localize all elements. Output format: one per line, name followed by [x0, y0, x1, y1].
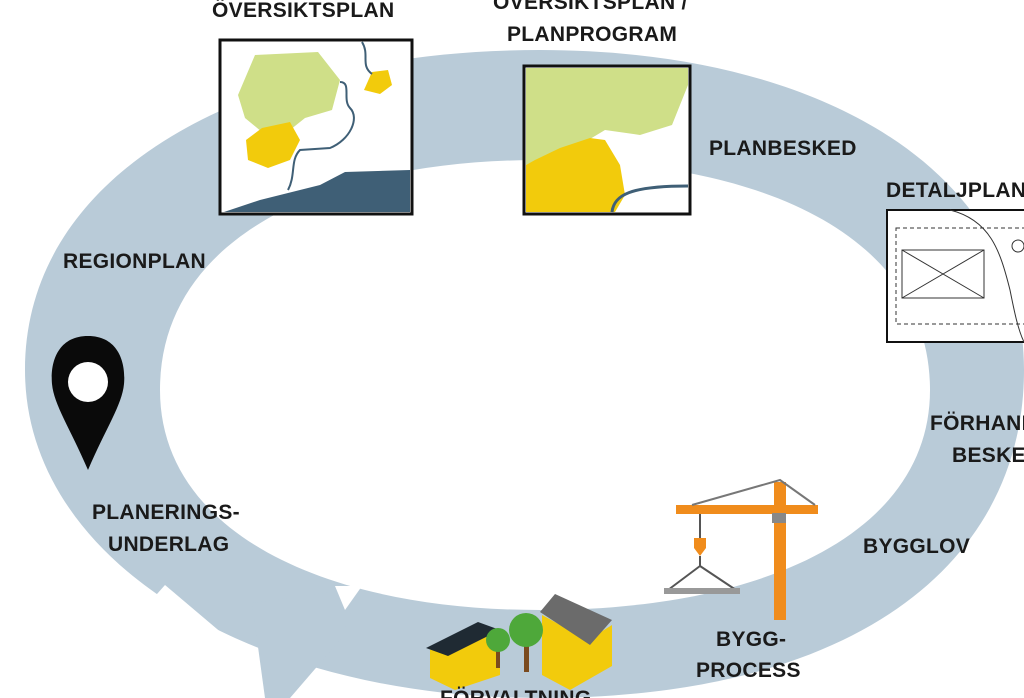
label-oversiktsplan: ÖVERSIKTSPLAN: [212, 0, 395, 22]
label-forhandsbesked-1: FÖRHANDS-: [930, 412, 1024, 435]
label-oversiktsplan-planprogram-1: ÖVERSIKTSPLAN /: [493, 0, 688, 14]
label-byggprocess-2: PROCESS: [696, 659, 801, 682]
label-planbesked: PLANBESKED: [709, 137, 857, 160]
label-forhandsbesked-2: BESKED: [952, 444, 1024, 467]
label-detaljplan: DETALJPLAN: [886, 179, 1024, 202]
label-bygglov: BYGGLOV: [863, 535, 971, 558]
ring-arrow-head: [252, 588, 360, 698]
ring-gap: [125, 585, 270, 698]
detail-plan-icon: [886, 209, 1024, 343]
label-planeringsunderlag-2: UNDERLAG: [108, 533, 230, 556]
zoomed-map-icon: [522, 64, 692, 216]
label-byggprocess-1: BYGG-: [716, 628, 787, 651]
map-pin-icon: [51, 336, 125, 470]
label-oversiktsplan-planprogram-2: PLANPROGRAM: [507, 23, 678, 46]
label-planeringsunderlag-1: PLANERINGS-: [92, 501, 240, 524]
label-regionplan: REGIONPLAN: [63, 250, 207, 273]
label-forvaltning: FÖRVALTNING: [440, 686, 591, 698]
overview-map-icon: [218, 38, 414, 216]
construction-crane-icon: [664, 478, 818, 620]
ring-arrow-notch: [335, 586, 362, 610]
houses-trees-icon: [426, 594, 612, 690]
